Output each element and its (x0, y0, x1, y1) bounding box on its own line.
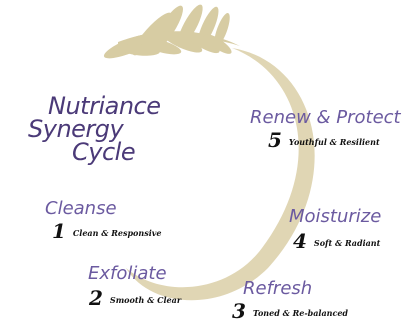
stage-cleanse-name: Cleanse (45, 198, 117, 219)
wheat-sprig-icon (103, 4, 240, 59)
diagram-title: Nutriance Synergy Cycle (28, 92, 178, 166)
stage-moisturize-description: Soft & Radiant (313, 238, 381, 248)
stage-refresh-description: Toned & Re-balanced (252, 308, 349, 318)
stage-exfoliate-description: Smooth & Clear (109, 295, 182, 305)
stage-refresh-number: 3 (232, 299, 246, 323)
stage-cleanse-number: 1 (52, 219, 66, 243)
stage-moisturize-name: Moisturize (289, 206, 382, 227)
stage-exfoliate-name: Exfoliate (88, 263, 167, 284)
stage-cleanse-sub: 1 Clean & Responsive (52, 219, 161, 243)
stage-renew-protect-sub: 5 Youthful & Resilient (268, 128, 380, 152)
title-line-2: Synergy (28, 115, 124, 143)
stage-moisturize-number: 4 (293, 229, 307, 253)
stage-exfoliate-number: 2 (89, 286, 103, 310)
stage-refresh-name: Refresh (243, 278, 313, 299)
title-line-1: Nutriance (48, 92, 161, 120)
stage-exfoliate-sub: 2 Smooth & Clear (89, 286, 181, 310)
stage-renew-protect-description: Youthful & Resilient (288, 137, 380, 147)
title-line-3: Cycle (72, 138, 136, 166)
stage-renew-protect-number: 5 (268, 128, 282, 152)
stage-moisturize-sub: 4 Soft & Radiant (293, 229, 380, 253)
stage-renew-protect-name: Renew & Protect (250, 107, 401, 128)
stage-refresh-sub: 3 Toned & Re-balanced (232, 299, 348, 323)
stage-cleanse-description: Clean & Responsive (72, 228, 162, 238)
